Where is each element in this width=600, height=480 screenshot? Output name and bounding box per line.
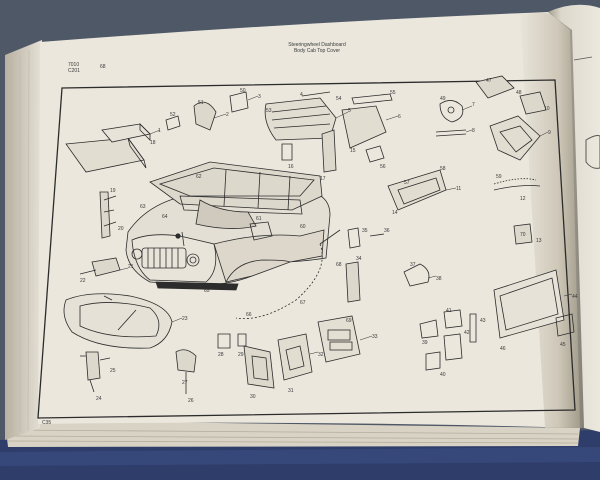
callout-number: 55 (390, 90, 396, 96)
callout-number: 2 (226, 112, 229, 118)
callout-number: 22 (80, 278, 86, 284)
callout-number: 11 (456, 186, 462, 192)
left-page-stack (5, 40, 42, 440)
callout-number: 7 (472, 102, 475, 108)
callout-number: 19 (110, 188, 116, 194)
callout-number: 40 (440, 372, 446, 378)
callout-number: 46 (500, 346, 506, 352)
callout-number: 28 (218, 352, 224, 358)
side-panel-drawing (493, 269, 565, 339)
callout-number: 26 (188, 398, 194, 404)
diagram-frame (37, 79, 576, 419)
callout-number: 66 (246, 312, 252, 318)
callout-number: 5 (348, 108, 351, 114)
callout-number: 67 (300, 300, 306, 306)
callout-number: 14 (392, 210, 398, 216)
callout-number: 27 (182, 380, 188, 386)
callout-number: 48 (516, 90, 522, 96)
page-title-line1: Steeringwheel Dashboard (288, 42, 346, 48)
callout-number: 4 (300, 92, 303, 98)
callout-number: 54 (336, 96, 342, 102)
callout-number: 17 (320, 176, 326, 182)
callout-number: 16 (288, 164, 294, 170)
cab-body-drawing (125, 161, 331, 291)
callout-number: 42 (464, 330, 470, 336)
callout-number: 25 (110, 368, 116, 374)
windscreen-drawing (63, 293, 173, 349)
right-page (548, 4, 600, 433)
binder-edge (0, 447, 600, 466)
callout-number: 29 (238, 352, 244, 358)
callout-number: 8 (472, 128, 475, 134)
callout-number: 61 (256, 216, 262, 222)
footer-page-ref: C35 (42, 420, 52, 426)
page-gutter (520, 13, 584, 428)
callout-number: 60 (300, 224, 306, 230)
callout-number: 12 (520, 196, 526, 202)
callout-number: 45 (560, 342, 566, 348)
page-title-line2: Body Cab Top Cover (293, 48, 341, 54)
callout-number: 31 (288, 388, 294, 394)
callout-number: 18 (150, 140, 156, 146)
callout-number: 6 (398, 114, 401, 120)
callout-number: 15 (350, 148, 356, 154)
callout-number: 53 (266, 108, 272, 114)
callout-number: 59 (496, 174, 502, 180)
callout-number: 20 (118, 226, 124, 232)
callout-number: 35 (362, 228, 368, 234)
cowl-panel-drawing (264, 97, 337, 141)
callout-number: 13 (536, 238, 542, 244)
callout-number: 68 (336, 262, 342, 268)
callout-number: 56 (380, 164, 386, 170)
page-code-top: 7010 (68, 62, 80, 68)
callout-number: 33 (372, 334, 378, 340)
door-panel-drawing (243, 345, 275, 389)
callout-number: 23 (182, 316, 188, 322)
callout-number: 38 (436, 276, 442, 282)
callout-number: 58 (440, 166, 446, 172)
callout-number: 50 (240, 88, 246, 94)
callout-number: 69 (346, 318, 352, 324)
page-code-bottom: C201 (68, 68, 80, 74)
callout-number: 52 (170, 112, 176, 118)
callout-number: 32 (318, 352, 324, 358)
page-stack-edge (5, 420, 580, 447)
page-number: 68 (100, 64, 106, 70)
callout-number: 62 (196, 174, 202, 180)
callout-number: 70 (520, 232, 526, 238)
callout-number: 30 (250, 394, 256, 400)
callout-number: 41 (446, 308, 452, 314)
callout-number: 9 (548, 130, 551, 136)
callout-number: 34 (356, 256, 362, 262)
leader-lines (119, 95, 573, 355)
callout-number: 43 (480, 318, 486, 324)
callout-number: 3 (258, 94, 261, 100)
callout-number: 39 (422, 340, 428, 346)
exploded-parts-diagram (63, 75, 575, 394)
callout-number: 24 (96, 396, 102, 402)
housing-drawing (489, 115, 541, 161)
callout-number: 49 (440, 96, 446, 102)
callout-number: 63 (140, 204, 146, 210)
callout-number: 47 (486, 78, 492, 84)
callout-number: 51 (198, 100, 204, 106)
page-title: Steeringwheel Dashboard Body Cab Top Cov… (262, 42, 372, 54)
callout-number: 44 (572, 294, 578, 300)
callout-number: 65 (204, 288, 210, 294)
callout-number: 57 (404, 180, 410, 186)
callout-number: 10 (544, 106, 550, 112)
callout-number: 1 (158, 128, 161, 134)
callout-number: 37 (410, 262, 416, 268)
callout-number: 21 (128, 264, 134, 270)
callout-number: 64 (162, 214, 168, 220)
callout-number: 36 (384, 228, 390, 234)
